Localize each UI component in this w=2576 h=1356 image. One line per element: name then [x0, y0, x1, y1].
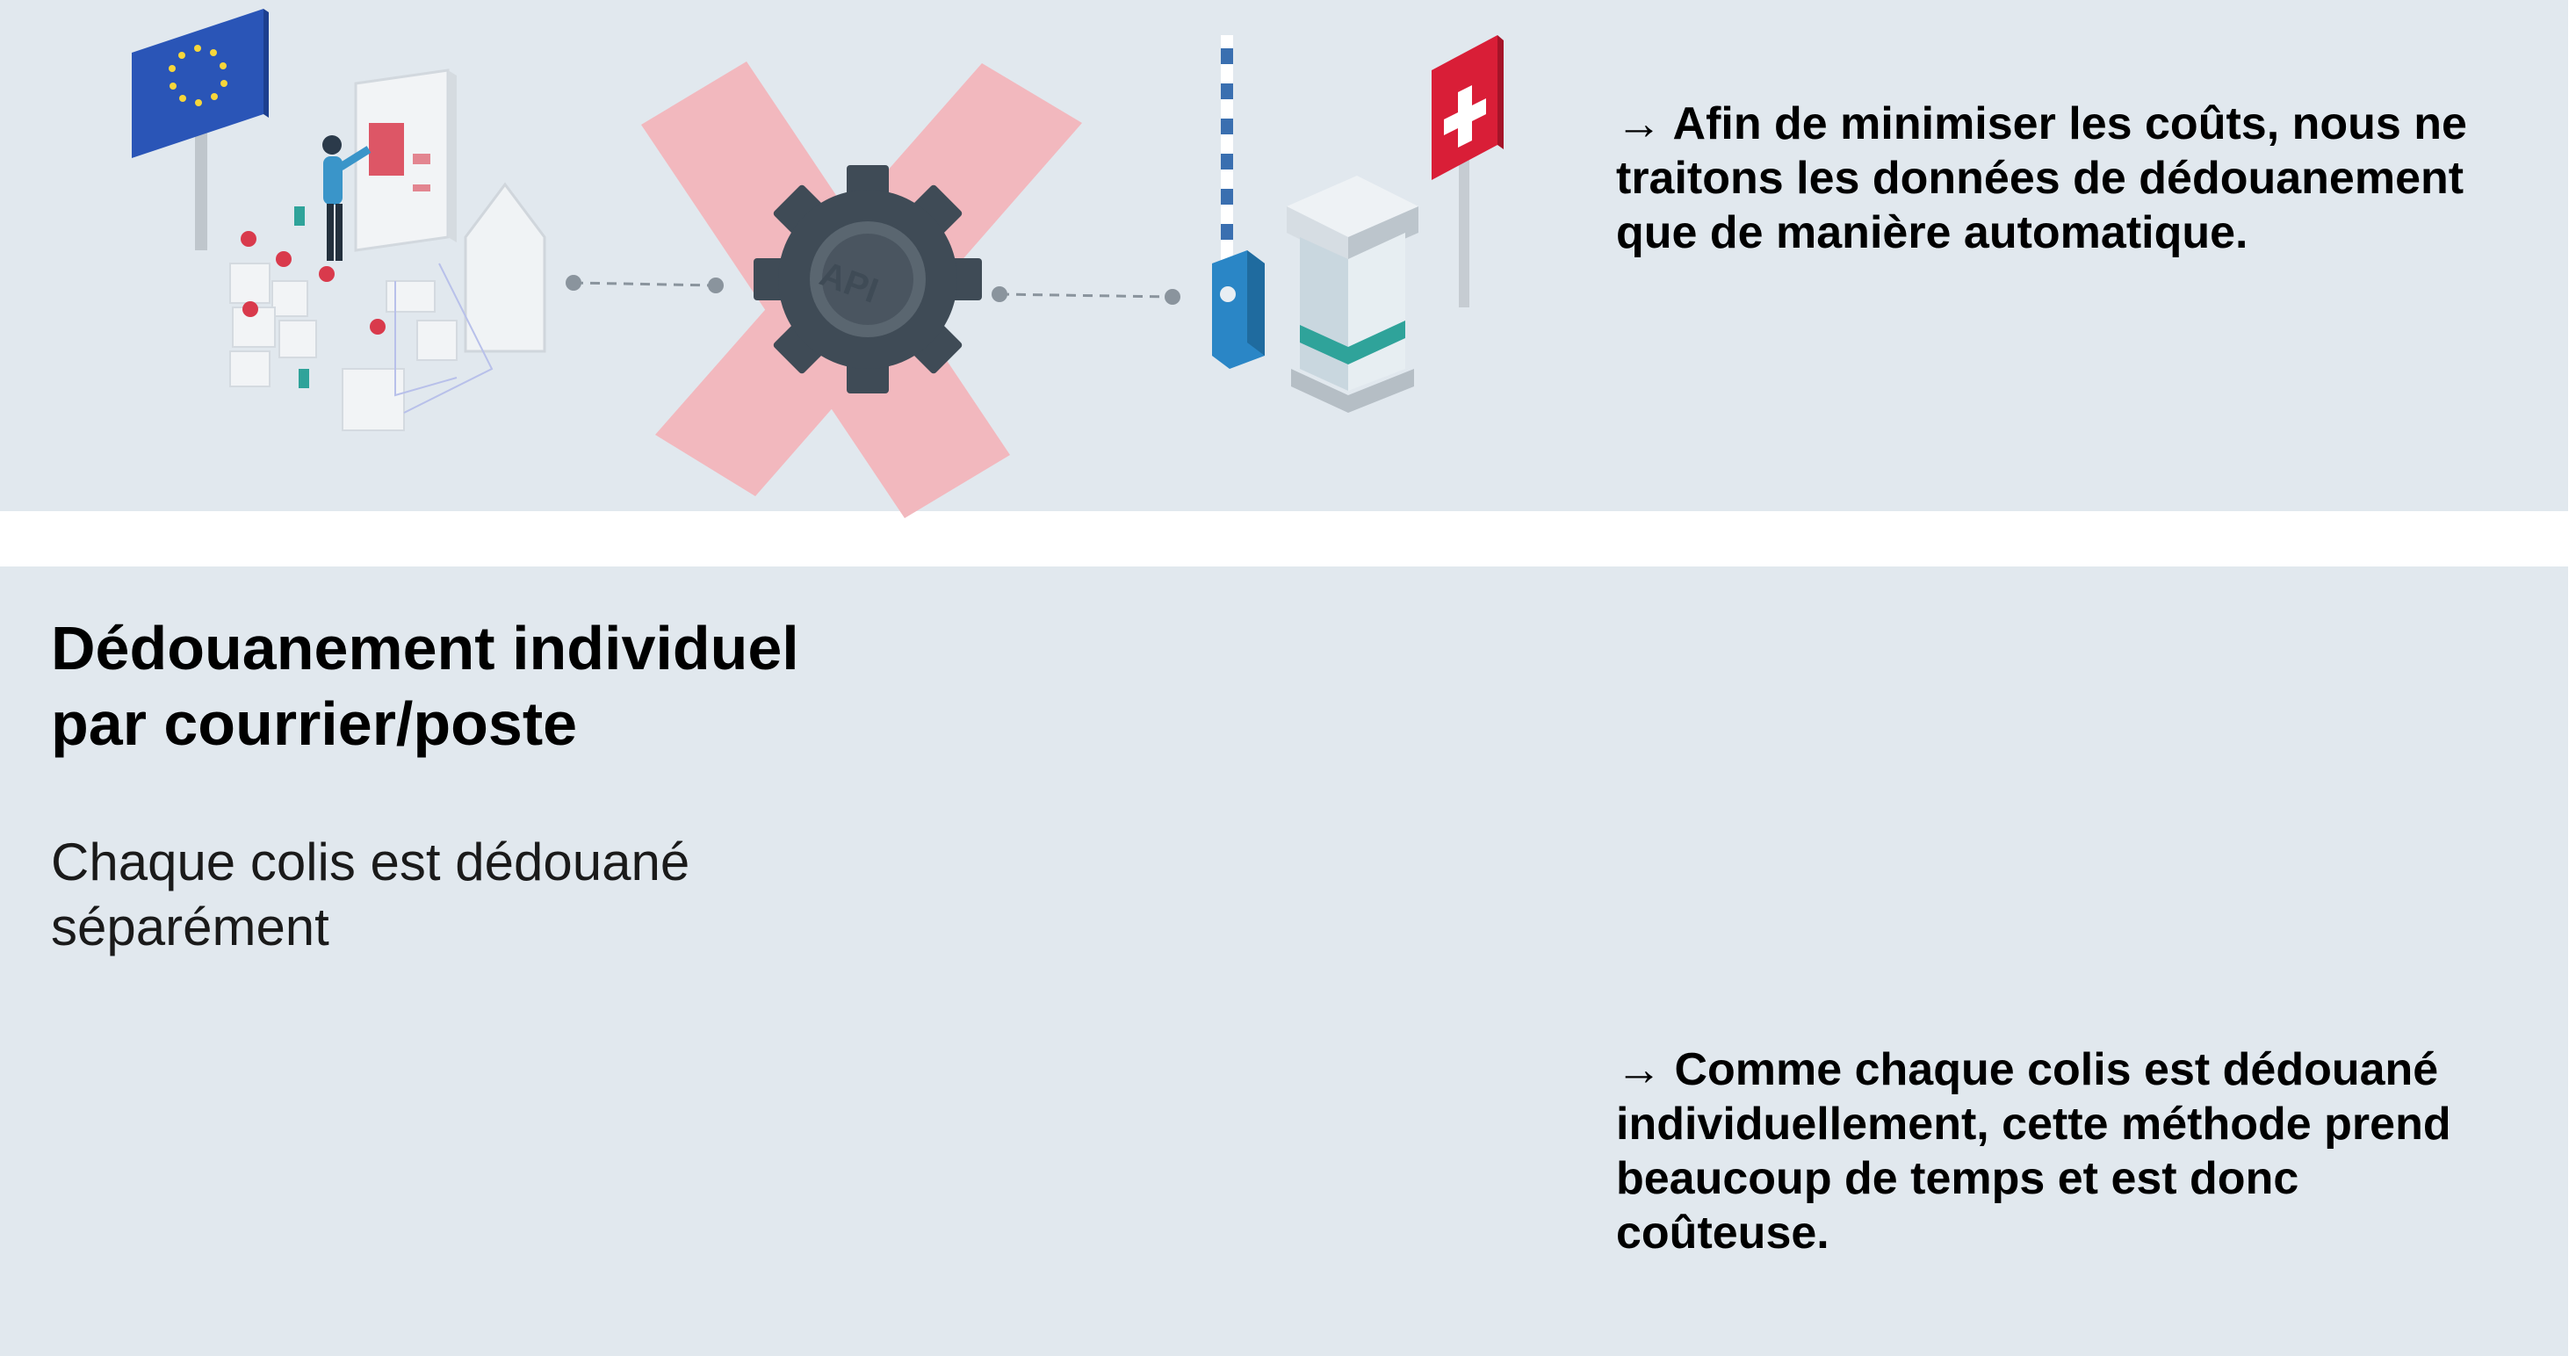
eu-flag-icon — [132, 9, 269, 250]
bottom-note-line-3: beaucoup de temps et est donc — [1616, 1153, 2299, 1204]
section-title-line-2: par courrier/poste — [51, 689, 578, 758]
shop-person-icon — [229, 69, 546, 431]
section-title-line-1: Dédouanement individuel — [51, 614, 799, 682]
section-subtitle: Chaque colis est dédouané séparément — [51, 830, 689, 960]
connector-left — [566, 275, 724, 293]
bottom-note-line-2: individuellement, cette méthode prend — [1616, 1099, 2451, 1150]
connector-right — [992, 286, 1180, 305]
bottom-note: → Comme chaque colis est dédouané indivi… — [1616, 1042, 2451, 1260]
section-subtitle-line-2: séparément — [51, 898, 329, 956]
api-gear-icon — [754, 165, 982, 393]
top-note-line-3: que de manière automatique. — [1616, 207, 2248, 258]
section-subtitle-line-1: Chaque colis est dédouané — [51, 833, 690, 891]
bottom-note-line-4: coûteuse. — [1616, 1208, 1829, 1259]
section-title: Dédouanement individuel par courrier/pos… — [51, 610, 799, 761]
bottom-panel — [0, 566, 2568, 1356]
bottom-note-line-1: → Comme chaque colis est dédouané — [1616, 1044, 2439, 1095]
top-note: → Afin de minimiser les coûts, nous ne t… — [1616, 97, 2467, 260]
top-note-line-1: → Afin de minimiser les coûts, nous ne — [1616, 98, 2467, 149]
customs-booth-icon — [1287, 176, 1418, 413]
swiss-flag-icon — [1432, 35, 1504, 307]
barrier-icon — [1212, 35, 1265, 369]
top-note-line-2: traitons les données de dédouanement — [1616, 153, 2464, 204]
